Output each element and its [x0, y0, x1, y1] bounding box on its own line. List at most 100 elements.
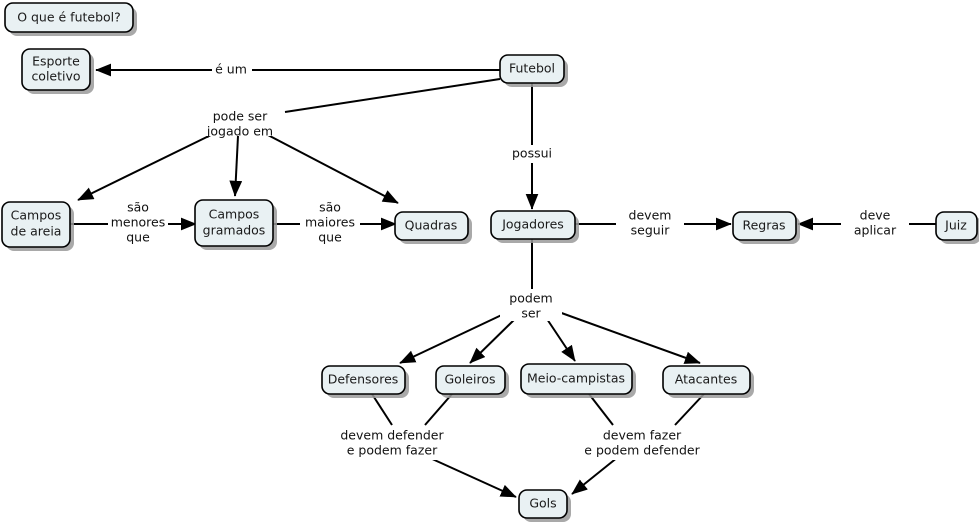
- edge-futebol-podeser: [284, 78, 501, 113]
- node-label: Meio-campistas: [527, 371, 625, 386]
- node-rect: [435, 365, 506, 395]
- edge-label-text-line2: ser: [521, 306, 541, 321]
- edge-defensores-label: [371, 393, 393, 426]
- edge-podemser-defensores: [399, 311, 509, 364]
- edge-label-text-line1: podem: [509, 291, 552, 306]
- node-defensores[interactable]: Defensores: [321, 365, 409, 398]
- edge-label-text-line1: deve: [860, 208, 891, 223]
- edge-label-text-line2: aplicar: [854, 223, 897, 238]
- label-bg: [336, 426, 448, 460]
- label-bg: [508, 146, 558, 162]
- node-label: Gols: [529, 496, 556, 511]
- node-campos-gramados[interactable]: Campos gramados: [194, 199, 277, 250]
- edge-label-text-line2: jogado em: [206, 124, 273, 139]
- edge-podemser-meio: [544, 315, 576, 362]
- node-o-que-e-futebol[interactable]: O que é futebol?: [4, 2, 137, 36]
- edge-podemser-atacantes: [555, 310, 701, 364]
- node-label-line1: Campos: [11, 208, 62, 223]
- label-bg: [108, 199, 168, 249]
- node-label-line2: gramados: [203, 223, 266, 238]
- edge-label-deve-aplicar: deve aplicar: [841, 207, 909, 241]
- edge-podeser-gramados: [229, 135, 243, 197]
- node-rect: [321, 365, 406, 395]
- node-rect: [394, 211, 469, 241]
- node-label-line1: Campos: [209, 207, 260, 222]
- edge-label-e-um: é um: [214, 62, 250, 78]
- edge-label-sao-menores: são menores que: [108, 199, 168, 249]
- node-label: O que é futebol?: [17, 10, 121, 25]
- edge-label-text-line3: que: [126, 230, 150, 245]
- node-label: Futebol: [509, 61, 555, 76]
- node-campos-de-areia[interactable]: Campos de areia: [1, 201, 74, 251]
- edge-label-text-line1: pode ser: [213, 109, 268, 124]
- node-juiz[interactable]: Juiz: [935, 211, 979, 244]
- node-rect: [662, 365, 751, 395]
- node-rect: [520, 363, 633, 395]
- node-rect: [1, 201, 71, 248]
- edge-label-sao-maiores: são maiores que: [300, 199, 360, 249]
- edge-label-fazer-defender: devem fazer e podem defender: [584, 426, 701, 460]
- node-regras[interactable]: Regras: [732, 211, 800, 244]
- edge-label-devem-seguir: devem seguir: [616, 207, 684, 241]
- edge-labels-layer: é um pode ser jogado em possui são menor…: [108, 62, 909, 460]
- node-gols[interactable]: Gols: [518, 489, 571, 522]
- label-bg: [214, 62, 250, 78]
- node-meio-campistas[interactable]: Meio-campistas: [520, 363, 636, 398]
- label-bg: [198, 104, 284, 136]
- node-label: Defensores: [328, 372, 399, 387]
- edge-label-text-line1: são: [319, 200, 341, 215]
- edge-lines-layer: [70, 63, 936, 498]
- node-rect: [732, 211, 797, 241]
- edge-label-possui: possui: [508, 146, 558, 162]
- node-jogadores[interactable]: Jogadores: [490, 210, 579, 243]
- edge-label-text-line1: devem fazer: [603, 428, 682, 443]
- edge-podeser-quadras: [265, 133, 399, 204]
- node-label-line2: coletivo: [31, 69, 80, 84]
- label-bg: [300, 199, 360, 249]
- edge-label-text-line2: seguir: [631, 223, 671, 238]
- node-rect: [935, 211, 978, 241]
- node-atacantes[interactable]: Atacantes: [662, 365, 754, 398]
- node-goleiros[interactable]: Goleiros: [435, 365, 509, 398]
- edge-label-podem-ser: podem ser: [500, 289, 562, 321]
- node-rect: [4, 2, 134, 33]
- node-label: Regras: [742, 218, 785, 233]
- node-rect: [194, 199, 274, 247]
- node-quadras[interactable]: Quadras: [394, 211, 472, 244]
- edge-label-text: possui: [512, 146, 552, 161]
- node-label-line2: de areia: [11, 224, 62, 239]
- edge-label-text-line1: são: [127, 200, 149, 215]
- node-futebol[interactable]: Futebol: [499, 54, 568, 87]
- edge-label-defender-fazer: devem defender e podem fazer: [336, 426, 448, 460]
- node-label: Quadras: [405, 218, 458, 233]
- node-label: Atacantes: [675, 372, 737, 387]
- node-esporte-coletivo[interactable]: Esporte coletivo: [21, 48, 94, 94]
- node-rect: [518, 489, 568, 519]
- node-label-line1: Esporte: [32, 54, 80, 69]
- edge-label-text-line2: e podem fazer: [347, 443, 438, 458]
- edge-label-text-line3: que: [318, 230, 342, 245]
- edge-meio-label: [588, 393, 614, 426]
- node-label: Jogadores: [501, 217, 564, 232]
- edge-label-text-line2: e podem defender: [584, 443, 700, 458]
- label-bg: [500, 289, 562, 321]
- edge-label-text-line2: maiores: [305, 215, 355, 230]
- edge-label-text-line1: devem defender: [340, 428, 444, 443]
- node-label: Goleiros: [445, 372, 496, 387]
- label-bg: [841, 207, 909, 241]
- edge-goleiros-label: [424, 393, 453, 426]
- node-rect: [490, 210, 576, 240]
- label-bg: [586, 426, 700, 460]
- node-rect: [21, 48, 91, 91]
- node-label: Juiz: [944, 218, 967, 233]
- edge-label-pode-ser: pode ser jogado em: [198, 104, 284, 139]
- edge-defenderlabel-gols: [418, 452, 517, 498]
- edge-label-text-line2: menores: [111, 215, 166, 230]
- label-bg: [616, 207, 684, 241]
- edge-podemser-goleiros: [469, 315, 519, 364]
- edge-label-text: é um: [215, 62, 247, 77]
- edge-label-text-line1: devem: [629, 208, 672, 223]
